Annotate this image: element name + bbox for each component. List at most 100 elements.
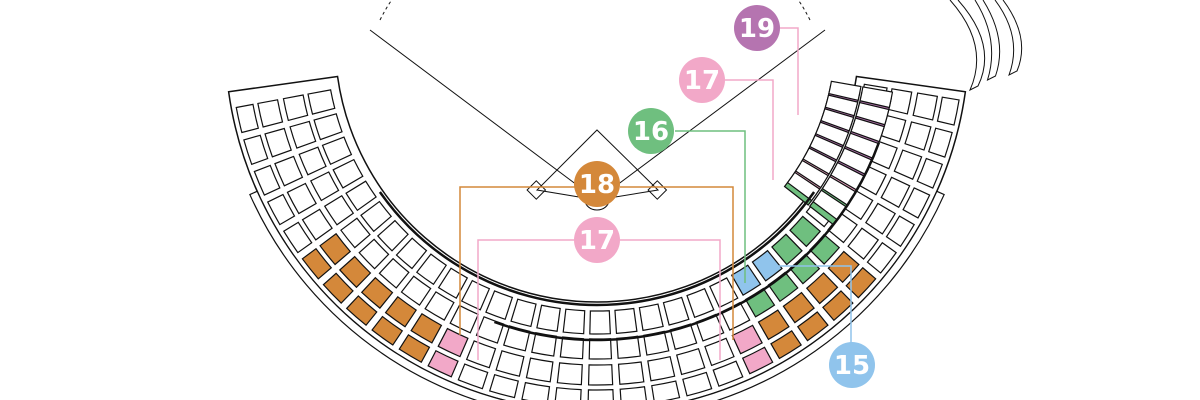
seat-section[interactable]	[488, 373, 519, 399]
seat-section[interactable]	[587, 364, 614, 386]
seat-section[interactable]	[424, 291, 455, 321]
seat-section[interactable]	[400, 275, 432, 306]
seat-section[interactable]	[338, 255, 372, 289]
seat-section[interactable]	[525, 357, 554, 383]
seat-section[interactable]	[301, 247, 333, 280]
seat-section[interactable]	[859, 86, 894, 109]
seat-section[interactable]	[410, 312, 443, 344]
seat-section[interactable]	[927, 127, 953, 158]
seat-section[interactable]	[845, 266, 877, 299]
label-17-upper[interactable]: 17	[679, 57, 725, 103]
seat-section[interactable]	[449, 304, 480, 334]
seat-section[interactable]	[235, 103, 260, 134]
seat-section[interactable]	[904, 121, 932, 151]
seat-section[interactable]	[936, 96, 960, 126]
seat-section[interactable]	[437, 327, 469, 358]
seat-section[interactable]	[682, 371, 713, 397]
seat-section[interactable]	[850, 117, 885, 143]
seat-section[interactable]	[789, 215, 822, 248]
outfield-bleacher[interactable]	[994, 0, 1023, 77]
seat-section[interactable]	[301, 208, 333, 241]
seat-section[interactable]	[495, 350, 525, 377]
seat-section[interactable]	[730, 264, 762, 296]
seat-section[interactable]	[274, 155, 304, 187]
seat-section[interactable]	[282, 221, 313, 254]
outer-concourse[interactable]	[249, 190, 945, 400]
seat-section[interactable]	[757, 309, 790, 341]
seat-section[interactable]	[741, 346, 774, 375]
seat-section[interactable]	[378, 257, 410, 289]
seat-section[interactable]	[360, 276, 394, 309]
seat-section[interactable]	[321, 136, 353, 166]
seat-section[interactable]	[340, 217, 371, 249]
seat-section[interactable]	[651, 380, 681, 400]
label-16[interactable]: 16	[628, 108, 674, 154]
seat-section[interactable]	[912, 92, 939, 121]
seat-section[interactable]	[264, 127, 292, 158]
seat-section[interactable]	[398, 334, 431, 364]
label-17-lower[interactable]: 17	[574, 217, 620, 263]
seat-section[interactable]	[485, 290, 514, 321]
seat-section[interactable]	[662, 296, 690, 326]
seat-section[interactable]	[709, 277, 739, 309]
seat-section[interactable]	[614, 307, 638, 334]
seat-section[interactable]	[309, 171, 340, 202]
seat-section[interactable]	[289, 120, 317, 149]
seat-section[interactable]	[893, 149, 923, 181]
seat-section[interactable]	[805, 272, 839, 305]
seat-section[interactable]	[427, 349, 459, 378]
seat-section[interactable]	[731, 324, 763, 355]
seat-section[interactable]	[587, 389, 614, 400]
outfield-bleacher[interactable]	[974, 0, 1001, 81]
seat-section[interactable]	[802, 147, 837, 175]
outfield-bleacher[interactable]	[949, 0, 986, 92]
seat-section[interactable]	[770, 330, 802, 360]
seat-section[interactable]	[855, 101, 890, 126]
seat-section[interactable]	[562, 308, 586, 335]
seat-section[interactable]	[647, 355, 676, 382]
seat-section[interactable]	[307, 89, 336, 115]
seat-section[interactable]	[322, 272, 354, 304]
seat-section[interactable]	[345, 180, 377, 212]
seat-section[interactable]	[243, 134, 269, 166]
seat-section[interactable]	[880, 176, 911, 209]
seat-section[interactable]	[638, 303, 664, 332]
seat-section[interactable]	[345, 295, 378, 327]
seat-section[interactable]	[319, 232, 352, 266]
seat-section[interactable]	[282, 94, 309, 122]
seat-section[interactable]	[809, 134, 844, 161]
seat-section[interactable]	[782, 291, 815, 324]
seat-section[interactable]	[358, 238, 390, 270]
seat-section[interactable]	[820, 108, 855, 132]
seat-section[interactable]	[796, 311, 829, 342]
seat-section[interactable]	[617, 361, 645, 385]
seat-section[interactable]	[588, 338, 613, 360]
seat-section[interactable]	[313, 113, 343, 141]
seat-section[interactable]	[827, 250, 860, 284]
seat-section[interactable]	[771, 233, 803, 266]
seat-section[interactable]	[384, 295, 418, 328]
seat-section[interactable]	[323, 194, 355, 226]
seat-section[interactable]	[822, 290, 854, 322]
seat-section[interactable]	[847, 227, 880, 260]
seat-section[interactable]	[360, 200, 393, 233]
seat-section[interactable]	[415, 253, 448, 286]
seat-section[interactable]	[554, 387, 582, 400]
seat-section[interactable]	[286, 182, 317, 215]
seat-section[interactable]	[395, 237, 428, 270]
seat-section[interactable]	[916, 157, 944, 189]
label-15[interactable]: 15	[829, 342, 875, 388]
seat-section[interactable]	[902, 187, 931, 219]
seat-section[interactable]	[589, 310, 611, 335]
seat-section[interactable]	[885, 215, 916, 248]
seat-section[interactable]	[257, 99, 284, 128]
seat-section[interactable]	[376, 219, 409, 252]
seat-section[interactable]	[866, 241, 897, 274]
seat-section[interactable]	[619, 386, 647, 400]
label-19[interactable]: 19	[734, 5, 780, 51]
seat-section[interactable]	[266, 193, 296, 226]
seat-section[interactable]	[712, 360, 744, 387]
seat-section[interactable]	[536, 304, 561, 332]
seat-section[interactable]	[686, 287, 715, 319]
seat-section[interactable]	[332, 158, 364, 189]
